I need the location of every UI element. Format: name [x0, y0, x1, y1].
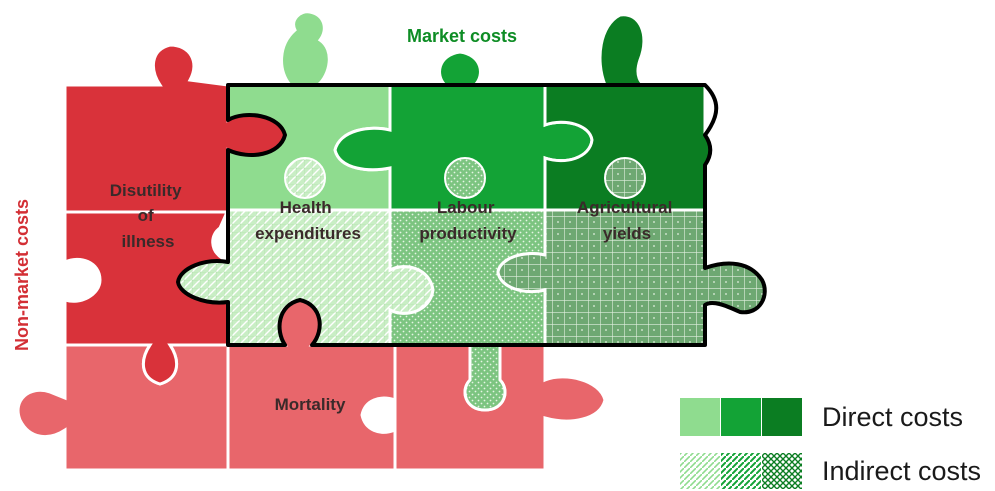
disutility-line-2: of: [138, 206, 154, 225]
disutility-line-3: illness: [122, 232, 175, 251]
market-costs-outline: [176, 83, 767, 347]
agri-line-1: Agricultural: [577, 198, 672, 217]
disutility-label: Disutility of illness: [110, 181, 187, 251]
health-line-1: Health: [280, 198, 332, 217]
disutility-line-1: Disutility: [110, 181, 182, 200]
agri-line-2: yields: [603, 224, 651, 243]
labour-productivity-label: Labour productivity: [419, 198, 517, 243]
mortality-pieces: [16, 298, 607, 472]
labour-line-2: productivity: [419, 224, 517, 243]
legend-direct-mid: [721, 398, 761, 436]
health-expenditures-label: Health expenditures: [255, 198, 361, 243]
labour-knob: [444, 157, 486, 199]
legend-direct-light: [680, 398, 720, 436]
legend-direct-label: Direct costs: [822, 402, 963, 432]
agri-top-piece: [543, 13, 712, 212]
health-knob: [284, 157, 326, 199]
labour-line-1: Labour: [437, 198, 495, 217]
market-costs-label: Market costs: [407, 26, 517, 46]
non-market-costs-label: Non-market costs: [12, 199, 32, 351]
legend-indirect-mid: [721, 453, 761, 489]
legend-indirect-light: [680, 453, 720, 489]
disutility-piece: [63, 43, 287, 386]
legend-direct-dark: [762, 398, 802, 436]
mortality-piece-left: [16, 343, 230, 472]
mortality-label: Mortality: [275, 395, 346, 414]
legend-indirect-label: Indirect costs: [822, 456, 981, 486]
agri-knob: [604, 157, 646, 199]
health-line-2: expenditures: [255, 224, 361, 243]
agricultural-yields-label: Agricultural yields: [577, 198, 677, 243]
legend: Direct costs Indirect costs: [680, 398, 981, 489]
legend-indirect-dark: [762, 453, 802, 489]
